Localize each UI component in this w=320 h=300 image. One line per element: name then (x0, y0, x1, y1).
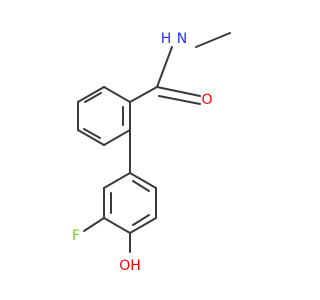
ring-a-inner-2 (83, 128, 101, 139)
ring-a-bond-3 (77, 129, 105, 146)
ring-a-bond-2 (103, 129, 131, 146)
nitrogen-hydrogen-label: H (161, 31, 172, 47)
ring-b-inner-2 (132, 214, 150, 226)
hydroxyl-label: OH (119, 258, 141, 274)
ring-a-bond-6 (103, 86, 131, 103)
ring-b-bond-6 (103, 172, 131, 189)
bond-c-f (83, 217, 105, 232)
molecule-canvas: N H O F OH (72, 31, 231, 274)
ring-b-inner-1 (132, 180, 150, 192)
ring-a-inner-3 (84, 92, 102, 103)
bond-n-carbonyl (156, 46, 173, 88)
bond-methyl-n (195, 32, 231, 48)
ring-b-bond-3 (129, 217, 157, 234)
carbonyl-oxygen-label: O (201, 92, 212, 108)
bond-carbonyl-ring (129, 86, 158, 103)
fluorine-label: F (72, 228, 80, 244)
structure-diagram: N H O F OH (72, 31, 231, 274)
bond-carbonyl-o-1 (156, 86, 201, 97)
ring-b-bond-4 (103, 217, 131, 234)
nitrogen-label: N (177, 31, 187, 47)
ring-b-bond-1 (129, 172, 157, 189)
ring-a-bond-5 (77, 86, 105, 103)
bond-carbonyl-o-2 (158, 95, 201, 105)
